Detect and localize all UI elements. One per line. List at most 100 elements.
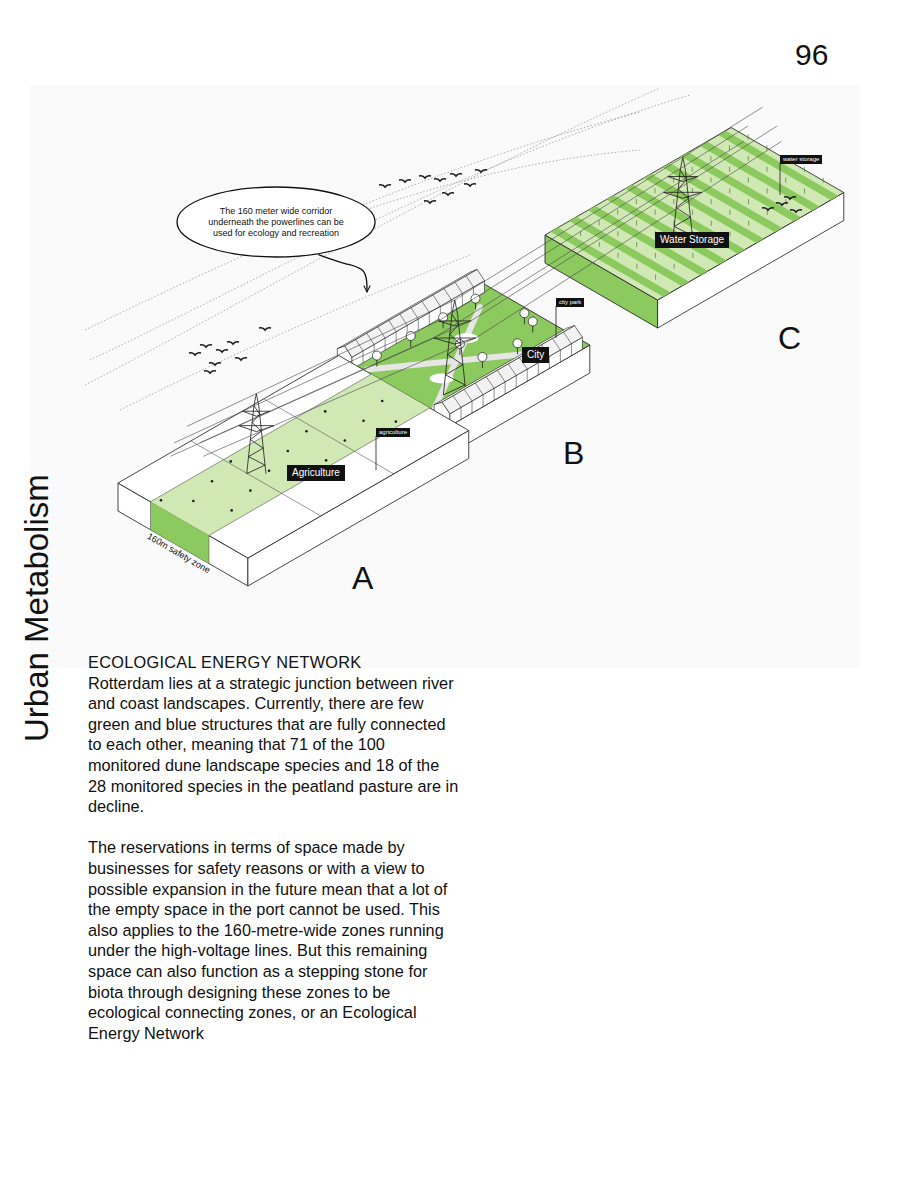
house-divider <box>475 383 483 407</box>
panel-ground <box>30 85 860 668</box>
reed-tuft <box>730 231 731 236</box>
reed-tuft <box>673 199 674 204</box>
bird <box>216 350 228 352</box>
reed-tuft <box>636 199 637 204</box>
reed-tuft <box>618 253 619 258</box>
label-box: City <box>522 347 549 363</box>
reed-tuft <box>692 210 693 215</box>
pylon-bracing <box>443 314 465 395</box>
power-line <box>668 126 748 177</box>
house-divider <box>356 340 363 363</box>
house-wall <box>450 337 583 426</box>
block-letter: B <box>563 437 584 469</box>
reed-tuft <box>729 167 730 172</box>
label-box: Water Storage <box>655 232 729 248</box>
power-line <box>439 176 668 320</box>
reed-tuft <box>617 231 618 236</box>
grazing-dot <box>305 430 308 433</box>
pylon-arms <box>239 411 274 431</box>
bird <box>227 342 239 344</box>
reed-tuft <box>655 253 656 258</box>
house-divider <box>455 282 462 305</box>
reed-tuft <box>785 178 786 183</box>
pylon-legs <box>443 300 466 395</box>
house-divider <box>464 389 472 413</box>
reed-tuft <box>599 242 600 247</box>
heading: ECOLOGICAL ENERGY NETWORK <box>88 652 460 673</box>
house-divider <box>486 377 494 401</box>
power-line <box>243 321 439 411</box>
reed-tuft <box>655 274 656 279</box>
reed-tuft <box>636 242 637 247</box>
landscape-block: Cwater storageWater Storage <box>537 118 859 368</box>
bird <box>776 203 788 205</box>
reed-tuft <box>804 188 805 193</box>
reed-tuft <box>674 264 675 269</box>
tree-crown <box>478 353 487 362</box>
ditch-stripe <box>718 131 838 200</box>
label-box: Agriculture <box>287 465 345 481</box>
grazing-dot <box>192 500 195 503</box>
body-paragraph: Rotterdam lies at a strategic junction b… <box>88 673 460 817</box>
landscape-block: AagricultureAgriculture <box>110 350 482 608</box>
house-divider <box>422 301 429 324</box>
reed-tuft <box>692 253 693 258</box>
flag-tag: city park <box>556 298 584 307</box>
reed-tuft <box>711 199 712 204</box>
grazing-dot <box>395 420 398 423</box>
tree-crown <box>439 313 448 322</box>
reed-tuft <box>823 178 824 183</box>
bird <box>200 345 212 347</box>
house-divider <box>444 289 451 312</box>
bird <box>434 179 446 181</box>
field-line <box>150 502 151 530</box>
house-divider <box>564 332 572 356</box>
grazing-dot <box>268 469 271 472</box>
grazing-dot <box>286 450 289 453</box>
reed-tuft <box>636 264 637 269</box>
corridor-strip <box>150 374 429 535</box>
bird <box>419 176 431 178</box>
bird <box>762 208 774 210</box>
reed-tuft <box>766 145 767 150</box>
tree-crown <box>528 317 537 326</box>
power-line <box>170 426 238 457</box>
drawing-g <box>545 128 844 329</box>
reed-tuft <box>599 220 600 225</box>
bird <box>399 180 411 182</box>
house-divider <box>497 370 505 394</box>
callout-ellipse: The 160 meter wide corridor underneath t… <box>176 186 376 258</box>
bird <box>464 184 476 186</box>
bird <box>204 371 216 373</box>
pylon <box>434 300 476 395</box>
label-text: Agriculture <box>292 467 340 479</box>
text-column: ECOLOGICAL ENERGY NETWORKRotterdam lies … <box>88 652 460 1043</box>
grazing-dot <box>325 459 328 462</box>
reed-tuft <box>748 199 749 204</box>
reed-tuft <box>654 188 655 193</box>
block-letter: C <box>778 322 801 354</box>
power-line <box>239 338 434 426</box>
grazing-dot <box>362 419 365 422</box>
power-line <box>455 157 683 300</box>
reed-tuft <box>655 210 656 215</box>
flag-pole <box>376 436 377 470</box>
grazing-dot <box>381 400 384 403</box>
reed-tuft <box>748 178 749 183</box>
house-roof <box>442 326 582 414</box>
grazing-dot <box>229 460 232 463</box>
bird <box>442 193 454 195</box>
block-top-face <box>545 128 844 301</box>
tree-crown <box>372 351 381 360</box>
field-line <box>264 399 394 474</box>
tag-text: water storage <box>783 156 819 163</box>
pylon-legs <box>247 394 266 474</box>
tree-crown <box>520 309 529 318</box>
power-line <box>663 141 743 192</box>
pylon <box>239 394 274 474</box>
block-letter: A <box>352 562 373 594</box>
field-line <box>208 536 209 564</box>
reed-tuft <box>748 156 749 161</box>
flag-pole <box>780 163 781 195</box>
reed-tuft <box>710 156 711 161</box>
